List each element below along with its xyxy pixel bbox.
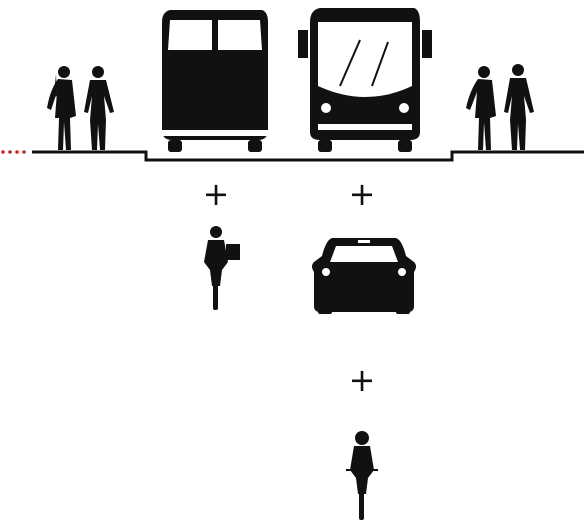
pedestrian-couple-icon [47,66,114,150]
car-front-icon [312,238,416,314]
plus-sign: + [346,178,378,210]
pedestrian-couple-icon [466,64,534,150]
bus-front-icon [298,8,432,152]
street-profile [1,150,584,160]
cyclist-rear-icon [204,226,240,310]
plus-sign: + [200,178,232,210]
street-extension-marker [1,150,26,154]
plus-sign: + [346,364,378,396]
cyclist-front-icon [346,431,378,520]
bus-rear-icon [162,10,268,152]
